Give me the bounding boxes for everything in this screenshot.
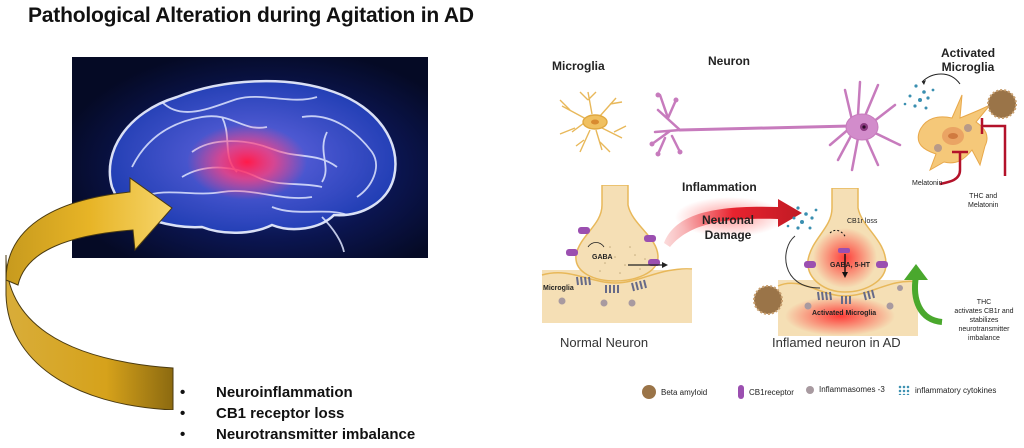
bullet-item: •Neuroinflammation: [180, 384, 353, 401]
cell-row: [559, 73, 1017, 186]
activated-microglia-icon: [917, 94, 991, 172]
neuronal-damage-label: Neuronal Damage: [702, 213, 755, 242]
bullet-dot: •: [180, 384, 186, 401]
legend-cytokines: inflammatory cytokines: [898, 385, 996, 395]
thc-note: THC activates CB1r and stabilizes neurot…: [954, 299, 1014, 342]
brain-shape: [108, 79, 397, 253]
inhibitor-thc-melatonin-icon: [980, 118, 1007, 176]
cytokines-cluster-icon: [903, 84, 935, 110]
microglia-label: Microglia: [552, 59, 605, 73]
presynaptic-terminal: [575, 185, 659, 282]
melatonin-label: Melatonin: [912, 180, 943, 187]
inflamed-synapse: [753, 188, 919, 336]
legend-inflammasomes: Inflammasomes -3: [806, 385, 885, 394]
postsynaptic-receptors: [576, 276, 647, 293]
figure-title: Pathological Alteration during Agitation…: [28, 4, 474, 27]
inflammasome-icon: [806, 385, 814, 394]
bullet-dot: •: [180, 405, 186, 422]
activated-microglia-small-label: Activated Microglia: [812, 310, 877, 317]
bullet-item: •Neurotransmitter imbalance: [180, 426, 416, 443]
transition-arrow: [664, 197, 802, 247]
alterations-list: •Neuroinflammation •CB1 receptor loss •N…: [180, 382, 415, 445]
brain-image: [72, 57, 428, 258]
neuron-label: Neuron: [708, 54, 750, 68]
cytokines-icon: [898, 385, 910, 395]
beta-amyloid-icon: [987, 89, 1017, 119]
normal-synapse: [541, 185, 693, 323]
legend-beta-amyloid: Beta amyloid: [642, 385, 707, 399]
resting-microglia-icon: [559, 91, 627, 153]
cb1-receptors: [566, 227, 660, 266]
inflammasomes: [558, 297, 636, 307]
cb1-receptor-icon: [738, 385, 744, 399]
beta-amyloid-icon: [642, 385, 656, 399]
bullet-dot: •: [180, 426, 186, 443]
gaba-label: GABA: [592, 254, 613, 261]
normal-neuron-caption: Normal Neuron: [560, 335, 649, 350]
gaba-release-arrow: [662, 262, 668, 268]
cb1-receptors-inflamed: [804, 248, 888, 268]
curved-arrow: [5, 177, 174, 410]
release-arrow: [921, 73, 961, 85]
inhibitor-melatonin-icon: [939, 150, 968, 186]
neuron-icon: [649, 80, 902, 172]
beta-amyloid-inflamed-icon: [753, 285, 783, 315]
cb1r-loss-label: CB1r loss: [847, 218, 878, 225]
activated-microglia-label: Activated Microglia: [941, 46, 996, 74]
legend-cb1-receptor: CB1receptor: [738, 385, 794, 399]
thc-arrow: [904, 264, 943, 325]
inflammasomes-inflamed: [804, 285, 903, 310]
inflammation-label: Inflammation: [682, 180, 757, 194]
thc-melatonin-label: THC and Melatonin: [968, 193, 999, 209]
cytokines-inflamed: [786, 206, 818, 230]
bullet-item: •CB1 receptor loss: [180, 405, 345, 422]
vesicles: [594, 246, 646, 274]
gaba-5ht-label: GABA, 5-HT: [830, 262, 871, 269]
microglia-small-label: Microglia: [543, 285, 574, 292]
inflamed-neuron-caption: Inflamed neuron in AD: [772, 335, 901, 350]
postsynaptic-receptors-inflamed: [817, 289, 875, 304]
